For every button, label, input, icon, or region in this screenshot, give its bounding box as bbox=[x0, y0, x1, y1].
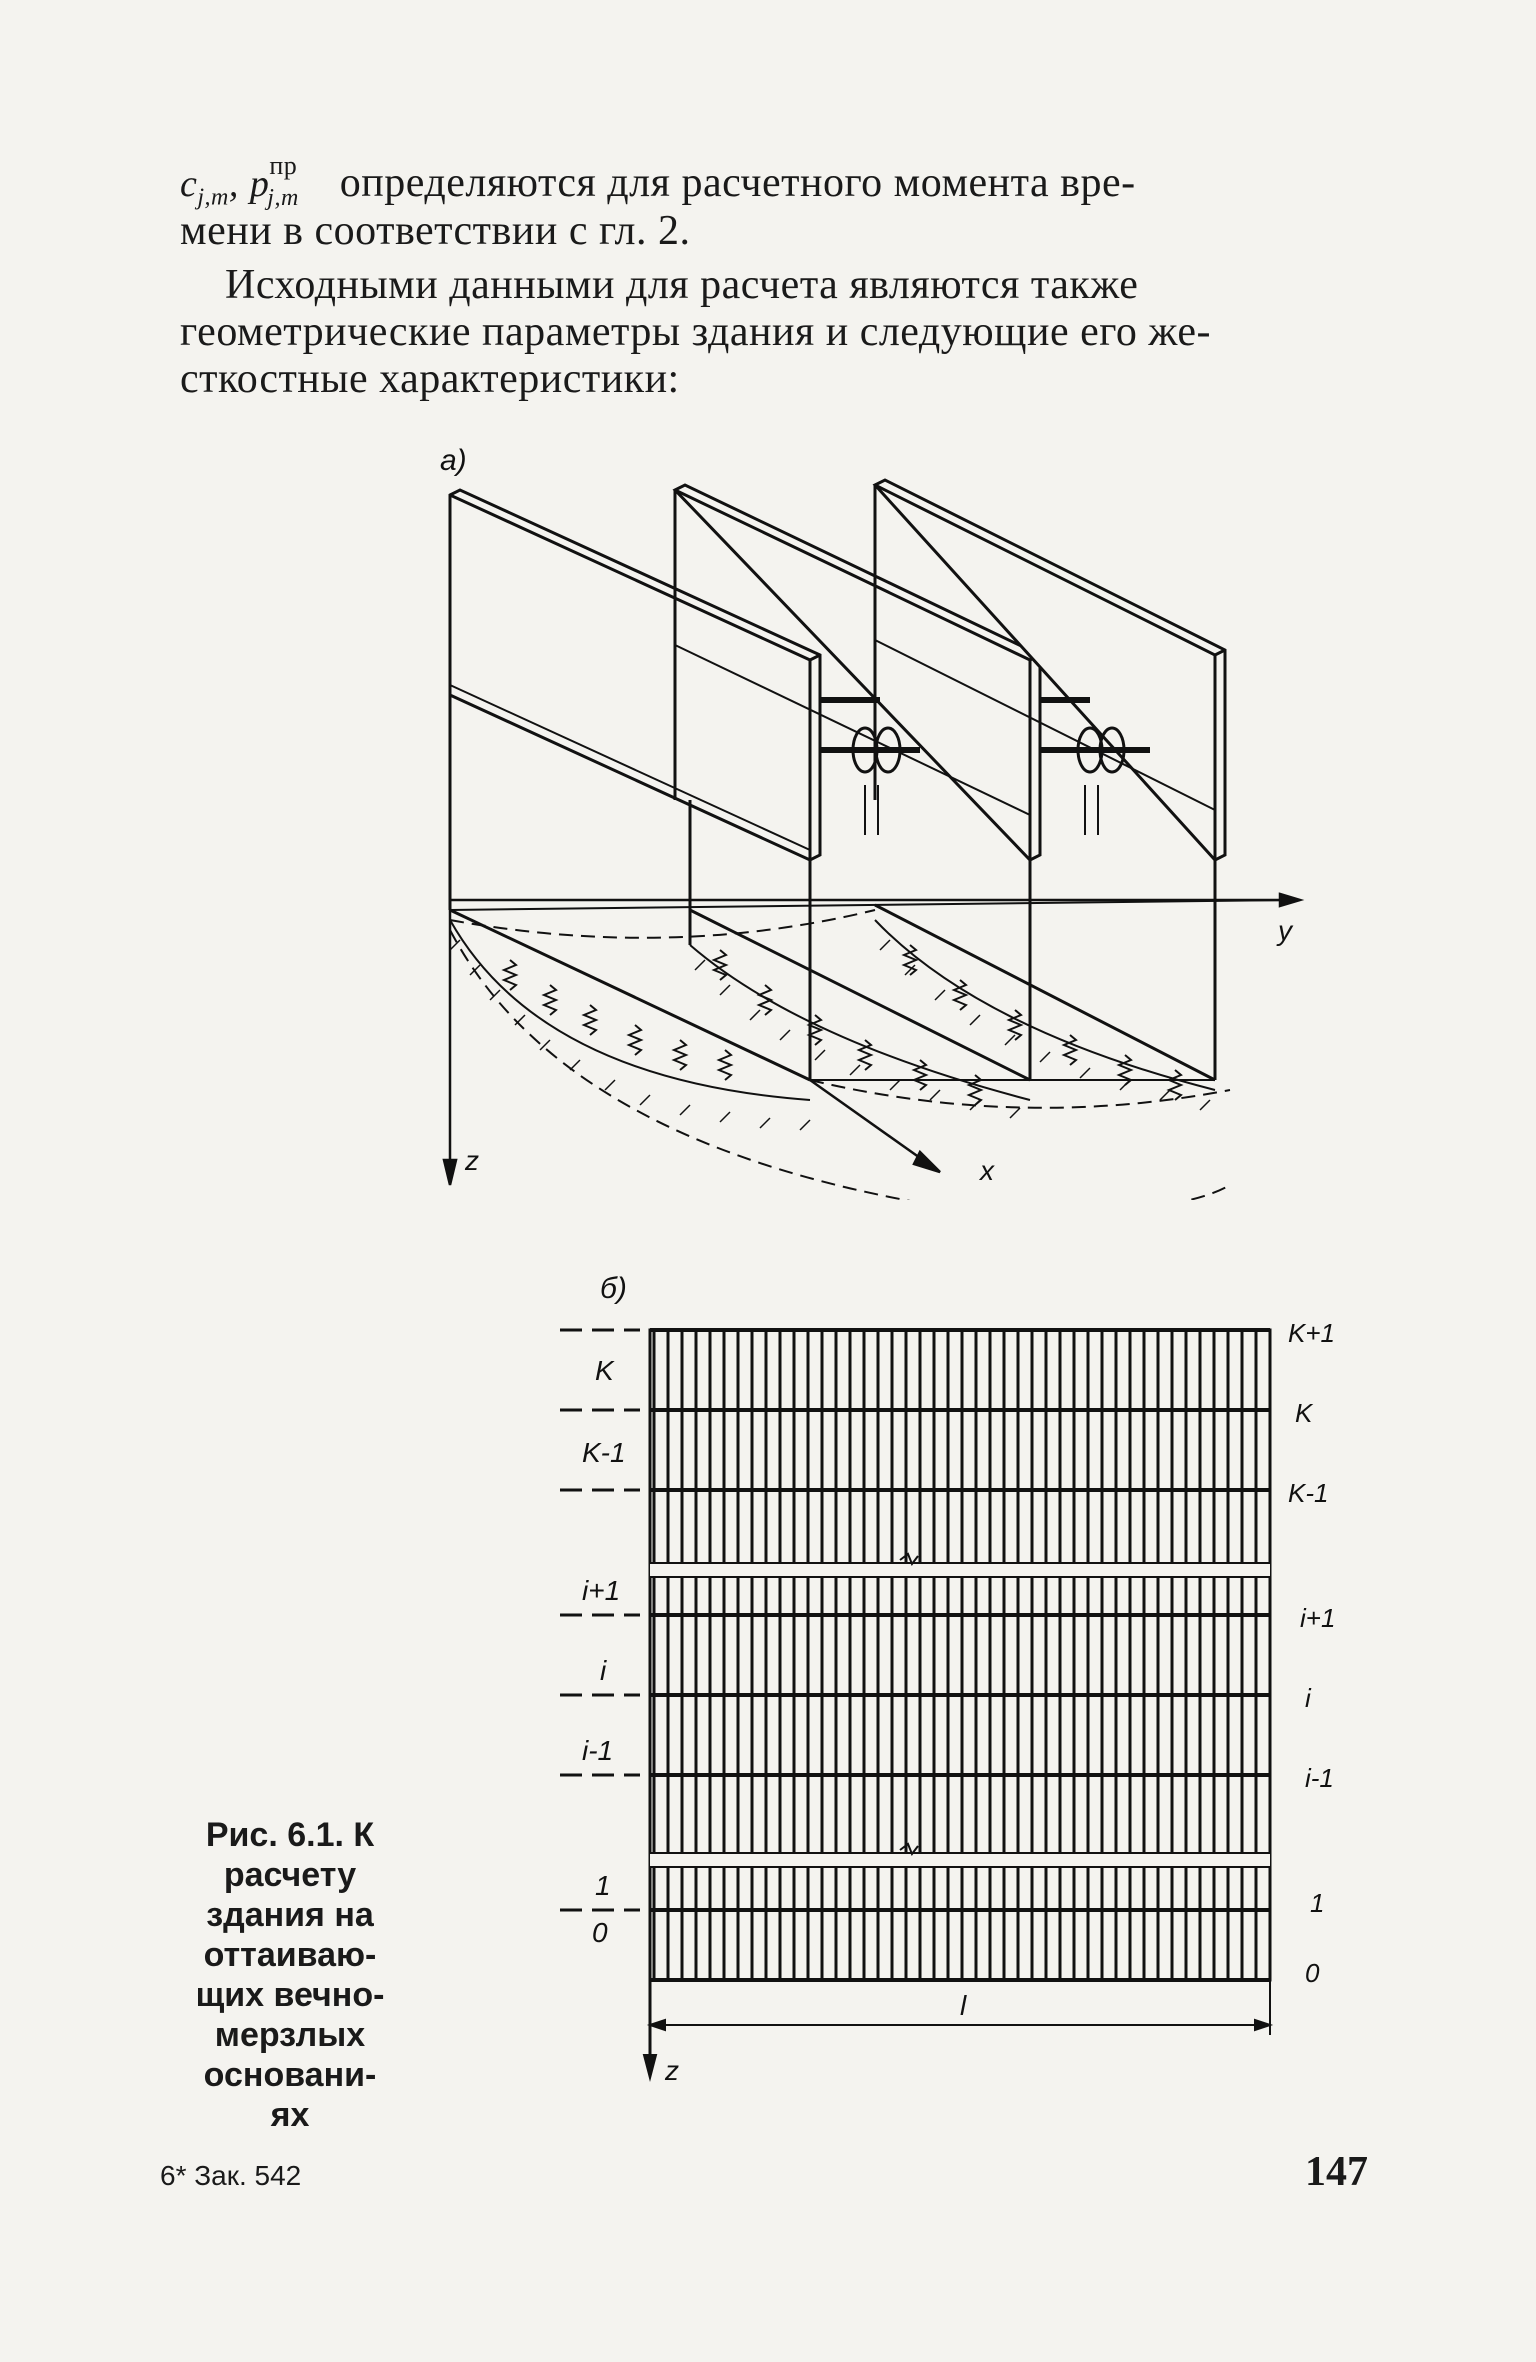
page-number: 147 bbox=[1305, 2149, 1368, 2195]
right-label-0: 0 bbox=[1305, 1958, 1320, 1988]
caption-line-8: ях bbox=[270, 2096, 310, 2134]
right-label-i: i bbox=[1305, 1683, 1312, 1713]
paragraph-2: Исходными данными для расчета являются т… bbox=[180, 262, 1360, 412]
left-label-i-minus-1: i-1 bbox=[582, 1735, 613, 1766]
right-label-k-minus-1: K-1 bbox=[1288, 1478, 1328, 1508]
figure-b-axis-z-label: z bbox=[664, 2055, 679, 2086]
left-label-1: 1 bbox=[595, 1870, 611, 1901]
caption-line-7: основани- bbox=[203, 2056, 377, 2094]
right-label-i-minus-1: i-1 bbox=[1305, 1763, 1334, 1793]
figure-a-axis-y-label: y bbox=[1276, 915, 1294, 946]
figure-b-panel-label: б) bbox=[600, 1272, 627, 1305]
right-label-k-plus-1: K+1 bbox=[1288, 1318, 1335, 1348]
right-label-1: 1 bbox=[1310, 1888, 1324, 1918]
footer-order-info: 6* Зак. 542 bbox=[160, 2160, 302, 2191]
caption-line-5: щих вечно- bbox=[195, 1976, 385, 2014]
figure-a-panel-label: а) bbox=[440, 444, 467, 477]
figure-a-axis-z-label: z bbox=[464, 1145, 479, 1176]
figure-b-diagram: б) K K-1 i+1 i i-1 1 0 bbox=[560, 1272, 1335, 2086]
caption-line-1: Рис. 6.1. К bbox=[205, 1816, 375, 1854]
figure-a-diagram: а) bbox=[440, 444, 1305, 1200]
paragraph-1-line-1: cj,m, pпрj,m определяются для расчетного… bbox=[180, 151, 1136, 221]
figure-caption: Рис. 6.1. К расчету здания на оттаиваю- … bbox=[160, 1815, 420, 2135]
figure-a-axis-x-label: x bbox=[978, 1155, 995, 1186]
paragraph-2-line-1: Исходными данными для расчета являются т… bbox=[225, 262, 1139, 308]
symbol-p: pпрj,m bbox=[249, 151, 299, 211]
left-label-k: K bbox=[595, 1355, 615, 1386]
paragraph-1: cj,m, pпрj,m определяются для расчетного… bbox=[180, 151, 1360, 260]
grid-body bbox=[648, 1328, 1272, 1982]
right-label-i-plus-1: i+1 bbox=[1300, 1603, 1335, 1633]
paragraph-1-text: определяются для расчетного момента вре- bbox=[339, 160, 1136, 206]
paragraph-2-line-2: геометрические параметры здания и следую… bbox=[180, 309, 1212, 355]
right-label-k: K bbox=[1295, 1398, 1314, 1428]
caption-line-6: мерзлых bbox=[214, 2016, 366, 2054]
caption-line-3: здания на bbox=[206, 1896, 374, 1934]
length-label-l: l bbox=[960, 1990, 967, 2021]
symbol-c: cj,m, bbox=[180, 163, 239, 211]
left-label-k-minus-1: K-1 bbox=[582, 1437, 626, 1468]
left-label-i: i bbox=[600, 1655, 607, 1686]
left-label-i-plus-1: i+1 bbox=[582, 1575, 620, 1606]
caption-line-4: оттаиваю- bbox=[203, 1936, 377, 1974]
left-label-0: 0 bbox=[592, 1917, 608, 1948]
caption-line-2: расчету bbox=[223, 1856, 357, 1894]
paragraph-1-line-2: мени в соответствии с гл. 2. bbox=[180, 208, 691, 254]
paragraph-2-line-3: сткостные характеристики: bbox=[180, 356, 680, 402]
